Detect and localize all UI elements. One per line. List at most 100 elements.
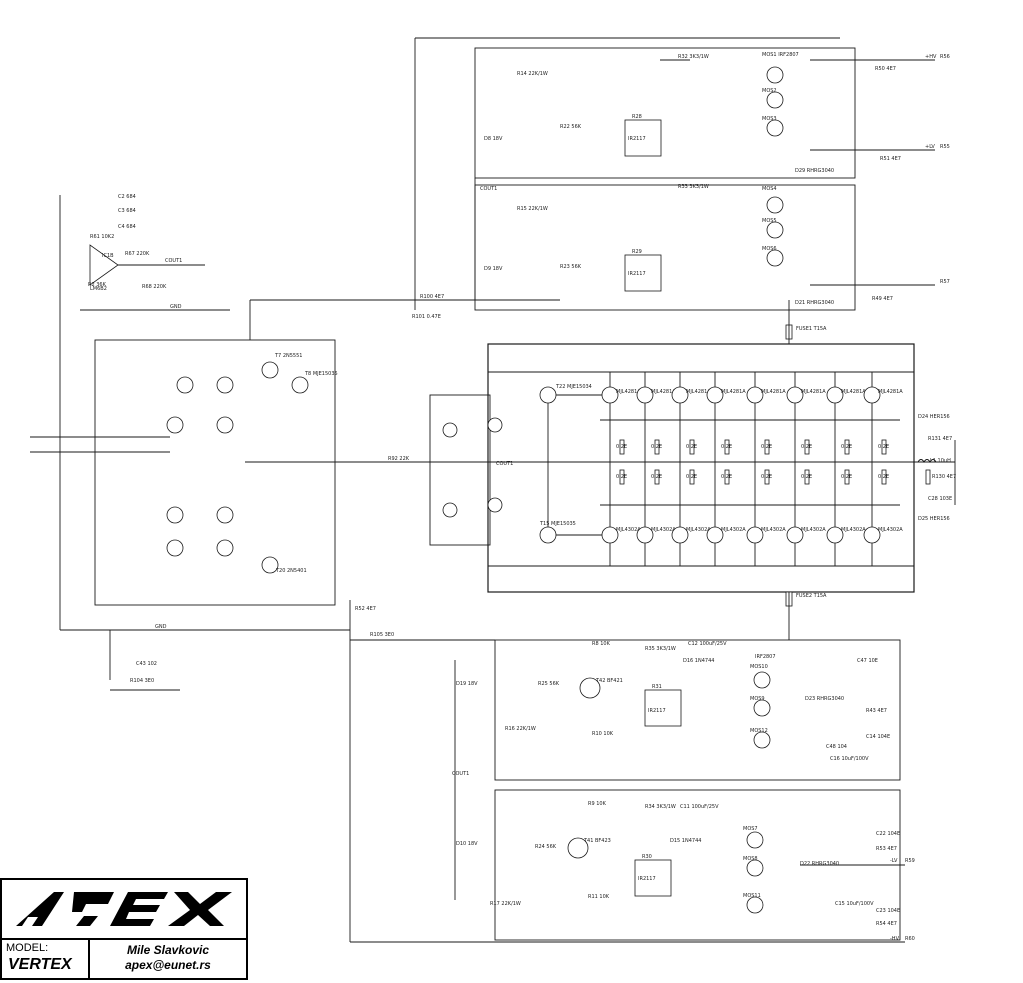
- resistor-label: R105 3E0: [370, 632, 394, 638]
- transistor-label: T7 2N5551: [274, 353, 302, 359]
- mosfet-label: MOS9: [750, 696, 765, 702]
- capacitor-label: C11 100uF/25V: [680, 804, 719, 810]
- emitter-resistor-label: 0.2E: [616, 474, 627, 480]
- pnp-type-label: MJL4302A: [761, 527, 786, 533]
- zener-label: D19 18V: [456, 681, 478, 687]
- rail-label: R56: [940, 54, 950, 60]
- pnp-column: MJL4302A 0.2E: [671, 462, 711, 566]
- emitter-resistor-label: 0.2E: [801, 444, 812, 450]
- driver-ic-ref: R28: [632, 114, 642, 120]
- output-transistor-array: MJL4281A 0.2E MJL4281A 0.2E MJL4281A 0.2…: [601, 372, 903, 566]
- rail-label: R60: [905, 936, 915, 942]
- pnp-type-label: MJL4302A: [686, 527, 711, 533]
- bias-network: COUT1: [429, 394, 513, 546]
- npn-type-label: MJL4281A: [841, 389, 866, 395]
- pnp-type-label: MJL4302A: [801, 527, 826, 533]
- driver-ic-ref: R29: [632, 249, 642, 255]
- zener-label: D15 1N4744: [670, 838, 701, 844]
- error-amplifier: IC1B LM6B2 COUT1 C2 684 C3 684 C4 684 R6…: [59, 194, 230, 630]
- driver-ic-label: IR2117: [648, 708, 666, 714]
- emitter-resistor-label: 0.2E: [686, 444, 697, 450]
- driver-ic-ref: R30: [642, 854, 652, 860]
- npn-type-label: MJL4281A: [651, 389, 676, 395]
- top-switching-section: IR2117 R28 MOS1 IRF2807 MOS2 MOS3 D29 RH…: [474, 47, 950, 179]
- resistor-label: R43 4E7: [866, 708, 887, 714]
- mosfet-label: MOS8: [743, 856, 758, 862]
- feedback-resistor-label: R92 22K: [388, 456, 410, 462]
- capacitor-label: C23 104E: [876, 908, 900, 914]
- mosfet-type-label: IRF2807: [755, 654, 776, 660]
- npn-column: MJL4281A 0.2E: [746, 372, 786, 462]
- zener-label: D8 18V: [484, 136, 503, 142]
- ground-label: GND: [155, 624, 167, 630]
- zener-label: D10 18V: [456, 841, 478, 847]
- mosfet-label: MOS6: [762, 246, 777, 252]
- npn-type-label: MJL4281A: [761, 389, 786, 395]
- mosfet-label: MOS7: [743, 826, 758, 832]
- opamp-type: LM6B2: [90, 286, 107, 292]
- model-cell: MODEL: VERTEX: [2, 940, 90, 978]
- resistor-label: R61 10K2: [90, 234, 114, 240]
- rail-label: R57: [940, 279, 950, 285]
- pnp-column: MJL4302A 0.2E: [786, 462, 826, 566]
- transistor-label: T20 2N5401: [275, 568, 307, 574]
- emitter-resistor-label: 0.2E: [878, 444, 889, 450]
- resistor-label: R16 22K/1W: [505, 726, 536, 732]
- npn-column: MJL4281A 0.2E: [636, 372, 676, 462]
- rail-name: +LV: [925, 144, 935, 150]
- pnp-column: MJL4302A 0.2E: [863, 462, 903, 566]
- apex-logo-mark: [16, 892, 232, 926]
- output-net-label: COUT1: [165, 258, 182, 264]
- capacitor-label: C47 10E: [857, 658, 878, 664]
- resistor-label: R9 10K: [588, 801, 607, 807]
- capacitor-label: C43 102: [136, 661, 157, 667]
- third-switching-section: IR2117 R31 MOS10 MOS9 MOS12 T42 BF421 R3…: [456, 639, 901, 781]
- output-net-label: COUT1: [480, 186, 497, 192]
- zener-label: D16 1N4744: [683, 658, 714, 664]
- resistor-label: R17 22K/1W: [490, 901, 521, 907]
- pnp-type-label: MJL4302A: [651, 527, 676, 533]
- second-switching-section: IR2117 R29 MOS4 MOS5 MOS6 D21 RHRG3040 R…: [474, 184, 950, 311]
- fuse-lower-label: FUSE2 T15A: [796, 593, 827, 599]
- output-inductor-label: L1 10uH: [930, 458, 951, 464]
- bus-lines: R100 4E7 R101 0.47E COUT1 COUT1: [249, 37, 840, 900]
- pnp-column: MJL4302A 0.2E: [746, 462, 786, 566]
- mosfet-label: MOS10: [750, 664, 768, 670]
- output-network: L1 10uH R130 4E7 R131 4E7 C28 103E D24 H…: [917, 414, 956, 522]
- fuse-upper-label: FUSE1 T15A: [796, 326, 827, 332]
- rectifier-label: D21 RHRG3040: [795, 300, 834, 306]
- npn-type-label: MJL4281A: [878, 389, 903, 395]
- driver-lower-label: T15 MJE15035: [539, 521, 576, 527]
- clamp-diode-upper-label: D24 HER156: [918, 414, 950, 420]
- capacitor-label: C16 10uF/100V: [830, 756, 869, 762]
- resistor-label: R53 4E7: [876, 846, 897, 852]
- pnp-type-label: MJL4302A: [841, 527, 866, 533]
- resistor-label: R52 4E7: [355, 606, 376, 612]
- resistor-label: R34 3K3/1W: [645, 804, 676, 810]
- mosfet-label: MOS3: [762, 116, 777, 122]
- mosfet-label: MOS1 IRF2807: [762, 52, 799, 58]
- npn-type-label: MJL4281A: [616, 389, 641, 395]
- model-value: VERTEX: [8, 956, 72, 973]
- npn-type-label: MJL4281A: [721, 389, 746, 395]
- mosfet-label: MOS5: [762, 218, 777, 224]
- transistor-label: T8 MJE15035: [304, 371, 338, 377]
- resistor-label: R101 0.47E: [412, 314, 441, 320]
- author-cell: Mile Slavkovic apex@eunet.rs: [90, 940, 246, 978]
- pnp-column: MJL4302A 0.2E: [706, 462, 746, 566]
- resistor-label: R22 56K: [560, 124, 582, 130]
- npn-column: MJL4281A 0.2E: [826, 372, 866, 462]
- emitter-resistor-label: 0.2E: [721, 444, 732, 450]
- rectifier-label: D22 RHRG3040: [800, 861, 839, 867]
- resistor-label: R14 22K/1W: [517, 71, 548, 77]
- resistor-label: R50 4E7: [875, 66, 896, 72]
- npn-type-label: MJL4281A: [801, 389, 826, 395]
- capacitor-label: C22 104E: [876, 831, 900, 837]
- emitter-resistor-label: 0.2E: [878, 474, 889, 480]
- fourth-switching-section: IR2117 R30 MOS7 MOS8 MOS11 T41 BF423 R34…: [350, 789, 915, 943]
- emitter-resistor-label: 0.2E: [761, 474, 772, 480]
- resistor-label: R8 10K: [592, 641, 611, 647]
- capacitor-label: C2 684: [118, 194, 136, 200]
- capacitor-label: C14 104E: [866, 734, 890, 740]
- author-name: Mile Slavkovic: [126, 943, 210, 957]
